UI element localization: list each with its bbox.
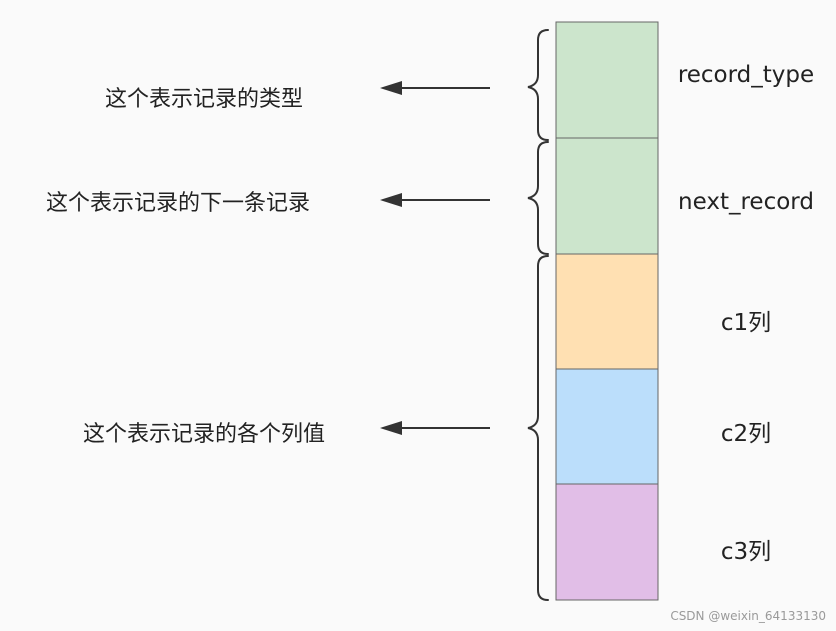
brace-record-type	[527, 29, 549, 141]
block-c2	[555, 368, 659, 485]
block-record-type	[555, 21, 659, 139]
annotations: 这个表示记录的类型 这个表示记录的下一条记录 这个表示记录的各个列值	[46, 87, 325, 447]
block-next-record	[555, 137, 659, 255]
brace-next-record	[527, 141, 549, 255]
block-c1	[555, 253, 659, 370]
block-labels: record_type next_record c1列 c2列 c3列	[678, 62, 814, 565]
block-c3	[555, 483, 659, 601]
watermark: CSDN @weixin_64133130	[670, 609, 826, 623]
record-blocks	[555, 21, 659, 601]
label-next-record: next_record	[678, 189, 814, 215]
annotation-record-type: 这个表示记录的类型	[105, 87, 303, 112]
arrow-columns	[380, 421, 490, 435]
annotation-next-record: 这个表示记录的下一条记录	[46, 191, 310, 216]
label-c1: c1列	[721, 310, 771, 336]
arrows	[380, 81, 490, 435]
brace-columns	[527, 255, 549, 601]
label-c3: c3列	[721, 539, 771, 565]
label-c2: c2列	[721, 421, 771, 447]
braces	[527, 29, 549, 601]
arrow-next-record	[380, 193, 490, 207]
arrow-record-type	[380, 81, 490, 95]
annotation-columns: 这个表示记录的各个列值	[83, 422, 325, 447]
label-record-type: record_type	[678, 62, 814, 88]
